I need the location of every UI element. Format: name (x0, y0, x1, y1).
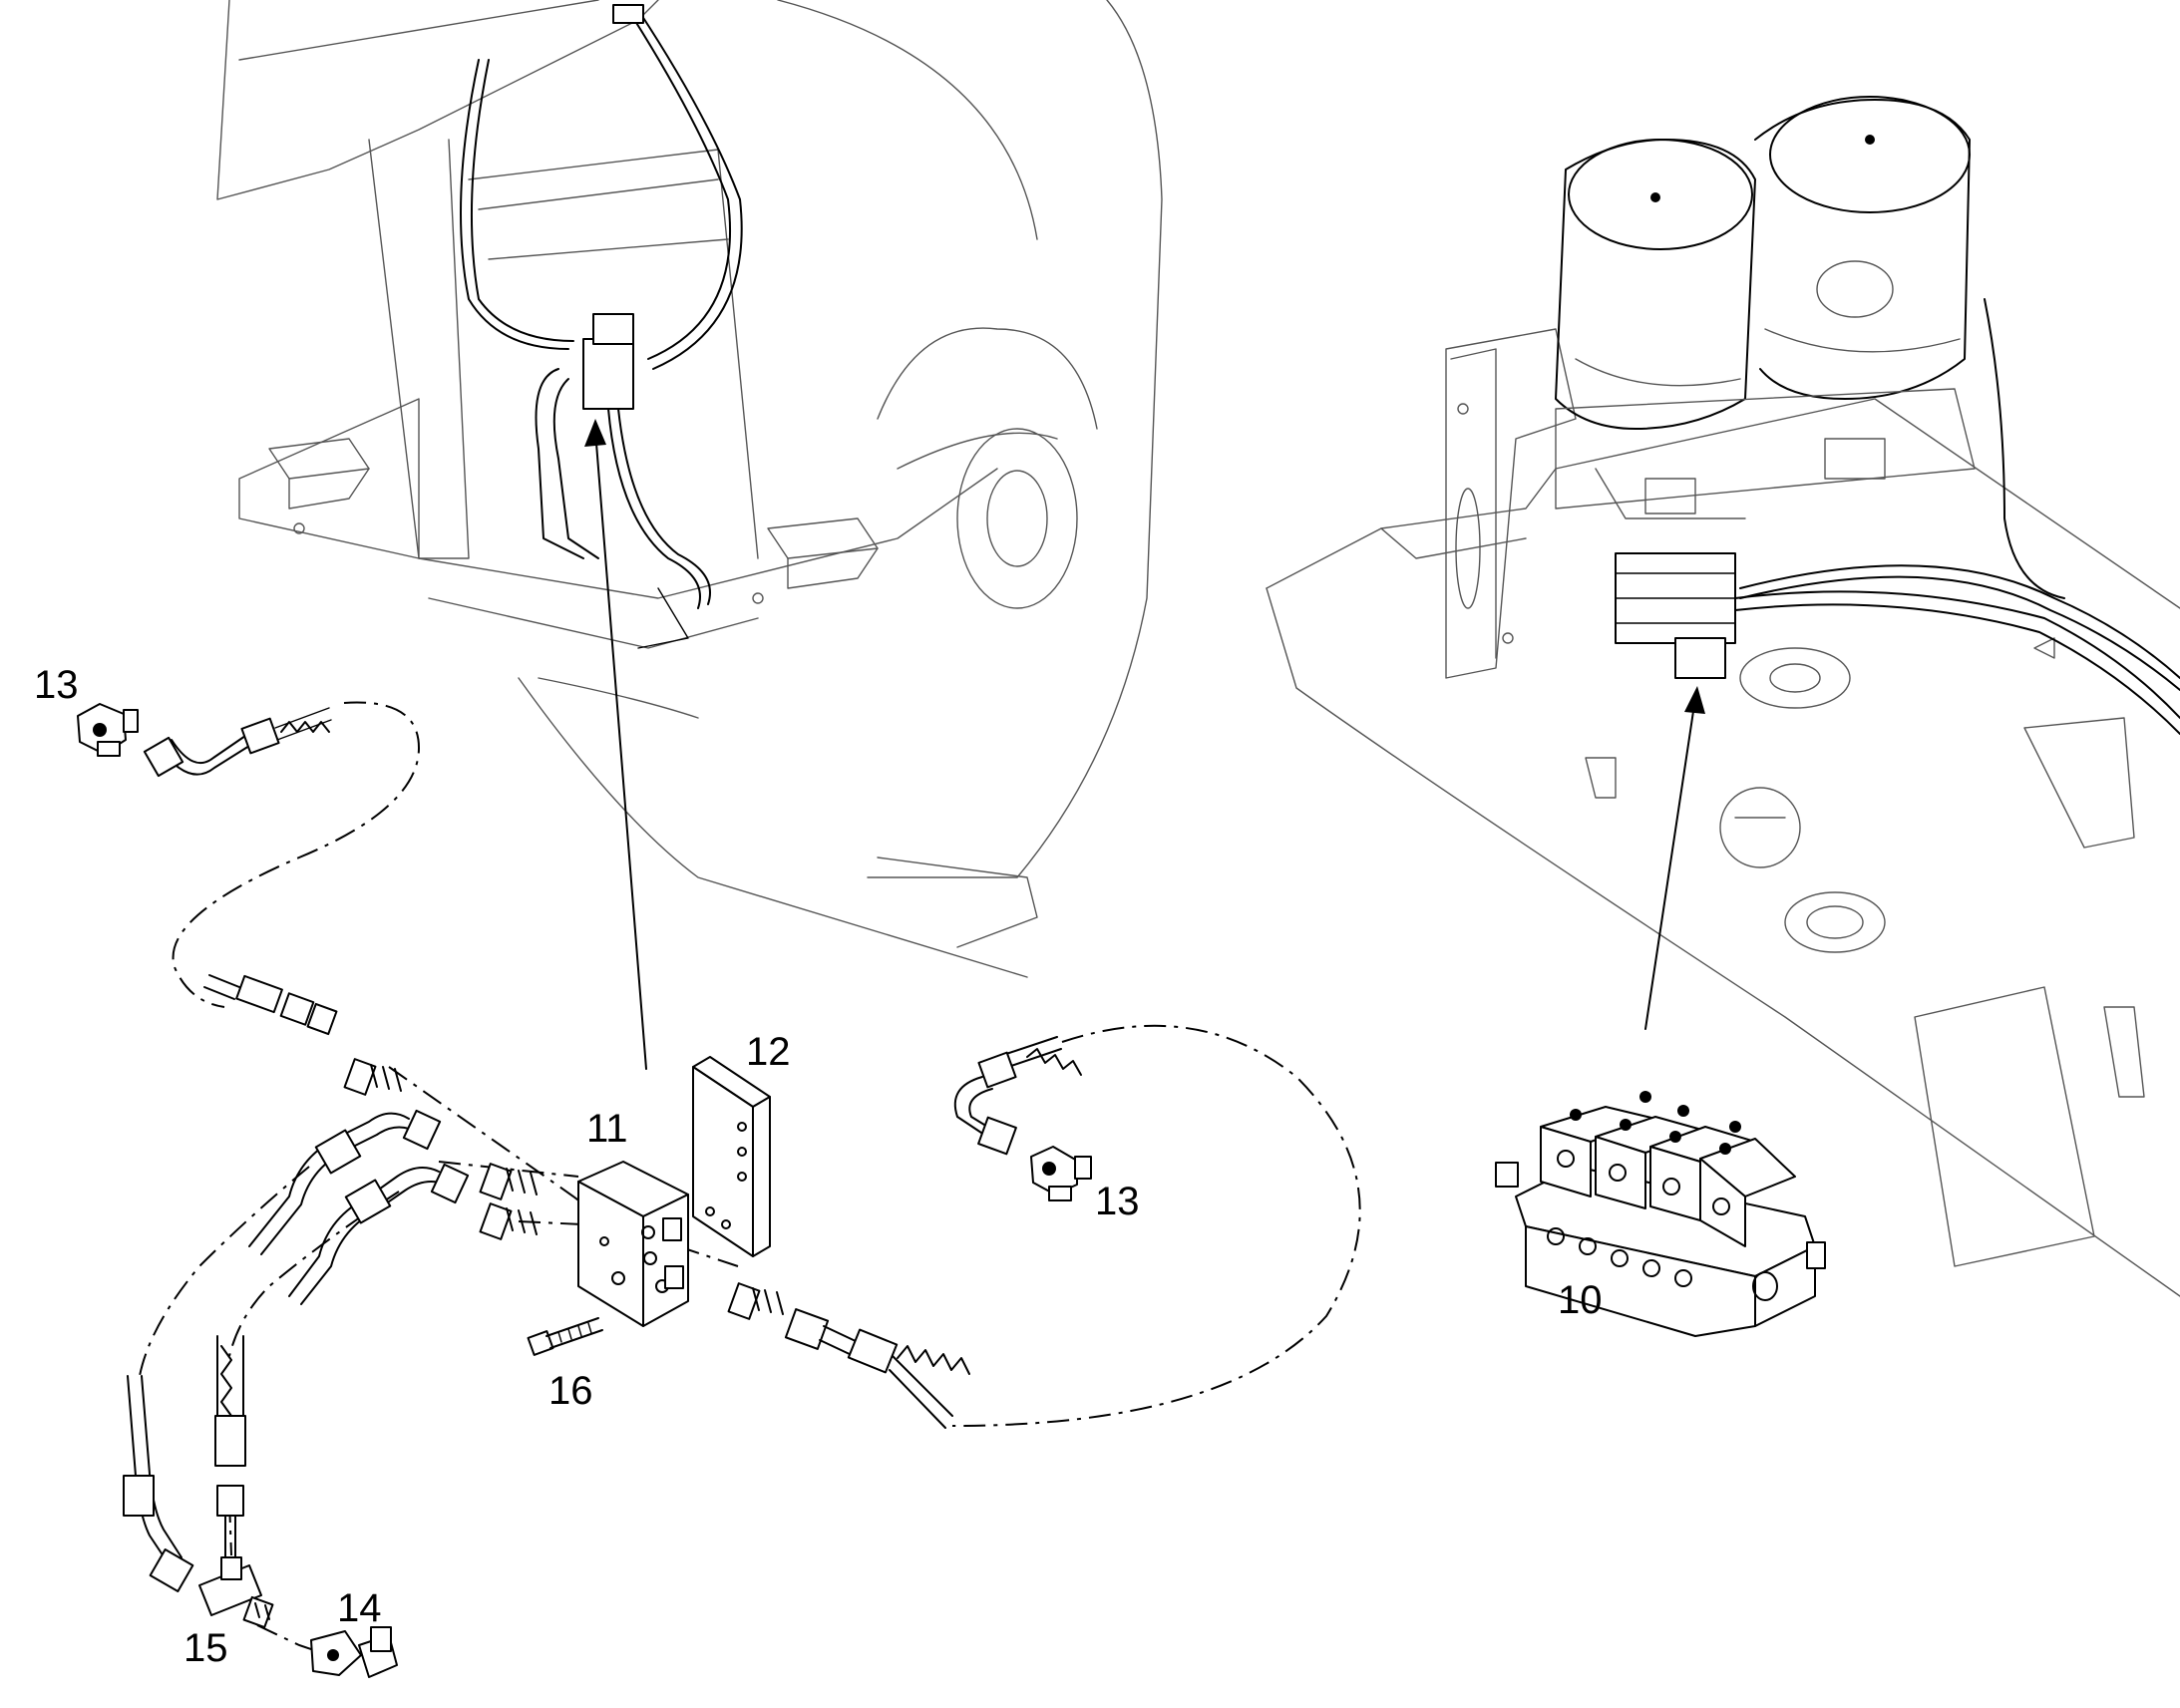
part-16-screw (527, 1317, 603, 1356)
callout-15: 15 (183, 1626, 228, 1670)
machine-frame-left (216, 0, 1163, 978)
hose-assembly-center (784, 1308, 970, 1429)
hose-assembly-lower-left (123, 1109, 470, 1592)
callout-11: 11 (586, 1107, 628, 1151)
hose-assembly-upper-center (953, 1036, 1082, 1156)
leader-arrows (584, 419, 1705, 1070)
hose-assembly-upper-left (143, 707, 332, 778)
callout-13-left: 13 (34, 663, 79, 707)
machine-frame-right (1266, 96, 2180, 1297)
callout-16: 16 (548, 1369, 593, 1413)
part-11-block (577, 1161, 689, 1327)
callouts: 10 11 12 13 13 14 15 16 (34, 663, 1603, 1670)
part-13-adapter-right (1030, 1146, 1092, 1201)
part-12-plate (692, 1056, 771, 1257)
part-10-divider-valve (1495, 1091, 1826, 1337)
part-13-adapter-left (77, 703, 139, 757)
part-15-tee-fitting (198, 1556, 274, 1629)
hose-end-upper-left (203, 974, 338, 1036)
callout-13-right: 13 (1095, 1180, 1140, 1223)
callout-14: 14 (337, 1586, 382, 1630)
machine-hoses-left (460, 4, 743, 649)
callout-12: 12 (746, 1030, 791, 1074)
part-14-elbow-fitting (310, 1626, 398, 1678)
callout-10: 10 (1558, 1278, 1603, 1322)
fitting-set-left (343, 1058, 784, 1320)
